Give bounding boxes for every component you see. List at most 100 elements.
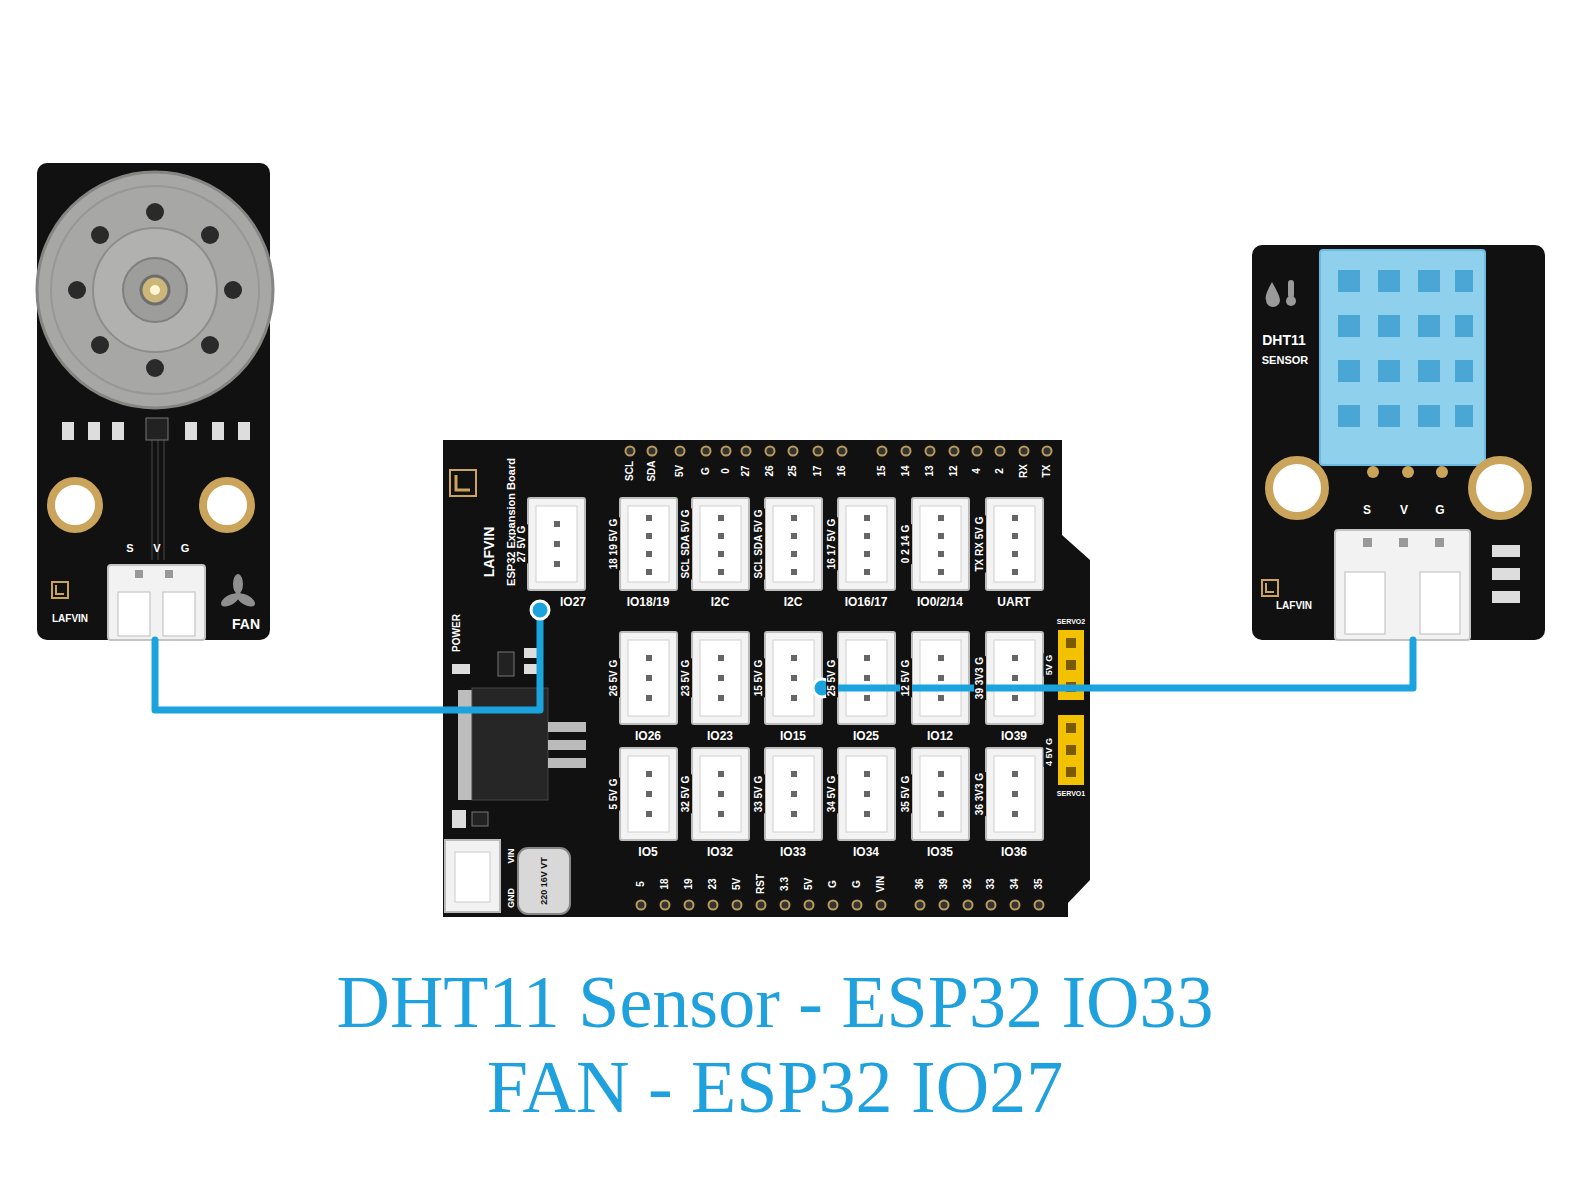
port-housing [620,748,677,840]
header-pin-label: G [851,879,863,889]
port-housing [692,498,749,590]
module-label: POWER [451,613,463,653]
port-housing [692,632,749,724]
port-housing [765,632,822,724]
port-name: IO34 [852,845,880,859]
port-name: IO16/17 [844,595,889,609]
header-pin-label: TX [1041,464,1053,479]
port-pin [938,569,944,575]
port-name: UART [996,595,1031,609]
module-label: 5V G [1044,654,1055,677]
module-label: V [1400,504,1408,516]
port-pin-label: 15 5V G [753,659,765,698]
port-connector: 35 5V GIO35 [900,748,969,860]
port-slot [846,756,887,832]
port-slot [773,506,814,582]
port-housing [912,632,969,724]
pin-hole [940,901,949,910]
pin-hole [829,901,838,910]
port-connector: 32 5V GIO32 [680,748,749,860]
header-pin-label: 5 [635,880,647,888]
module-label: G [181,543,190,554]
port-name: IO15 [779,729,807,743]
header-pin-label: 5V [674,464,686,478]
pin-hole [789,447,798,456]
port-pin [864,791,870,797]
port-name: I2C [783,595,804,609]
port-pin [864,569,870,575]
module-label: SERVO2 [1056,617,1086,626]
header-pin-label: 23 [707,877,719,890]
port-connector: 39 3V3 GIO39 [974,632,1043,744]
port-housing [912,498,969,590]
pin-hole [742,447,751,456]
header-pin-label: 18 [659,877,671,890]
header-pin-label: 27 [740,464,752,477]
port-housing [838,498,895,590]
header-pin-label: 5V [803,877,815,891]
module-label: V [153,543,160,554]
port-name: IO35 [926,845,954,859]
port-pin [1012,569,1018,575]
header-pin-label: 13 [924,464,936,477]
port-connector: 16 17 5V GIO16/17 [826,498,895,610]
port-pin [646,695,652,701]
port-name: IO5 [637,845,658,859]
pin-hole [709,901,718,910]
module-label: FAN [232,617,260,631]
pin-hole [733,901,742,910]
port-connector: 27 5V GIO27 [516,498,585,610]
pin-hole [950,447,959,456]
header-pin-label: 4 [971,467,983,475]
port-pin [646,515,652,521]
port-pin-label: 39 3V3 G [974,656,986,700]
pin-hole [964,901,973,910]
port-pin [938,791,944,797]
header-pin-label: 34 [1009,877,1021,890]
port-pin [791,771,797,777]
port-pin-label: 18 19 5V G [608,518,620,571]
port-pin [1012,551,1018,557]
port-connector: 18 19 5V GIO18/19 [608,498,677,610]
port-housing [986,498,1043,590]
port-connector: 33 5V GIO33 [753,748,822,860]
module-label: 4 5V G [1044,737,1055,767]
port-connector: SCL SDA 5V GI2C [680,498,749,610]
header-pin-label: 19 [683,877,695,890]
port-slot [994,506,1035,582]
port-housing [912,748,969,840]
port-pin-label: 12 5V G [900,659,912,698]
port-slot [920,640,961,716]
header-pin-label: SDA [646,459,658,482]
port-slot [994,640,1035,716]
port-pin [1012,533,1018,539]
port-slot [628,756,669,832]
port-pin [938,695,944,701]
port-connector: TX RX 5V G UART [974,498,1043,610]
pin-hole [676,447,685,456]
port-slot [994,756,1035,832]
port-slot [700,506,741,582]
port-name: IO0/2/14 [916,595,964,609]
header-pin-label: 35 [1033,877,1045,890]
port-pin [791,695,797,701]
port-pin [554,521,560,527]
header-pin-label: 12 [948,464,960,477]
port-housing [692,748,749,840]
port-pin [718,655,724,661]
port-slot [773,756,814,832]
port-pin-label: TX RX 5V G [974,515,986,572]
port-pin [646,569,652,575]
module-label: G [1435,504,1444,516]
port-pin [791,515,797,521]
port-pin [791,551,797,557]
header-pin-label: 16 [836,464,848,477]
port-pin-label: 32 5V G [680,775,692,814]
port-connector: 23 5V GIO23 [680,632,749,744]
port-name: IO33 [779,845,807,859]
pin-hole [1020,447,1029,456]
sensor-module: DHT11SENSORSVGLAFVIN [1252,245,1545,640]
pin-hole [661,901,670,910]
port-pin-label: 23 5V G [680,659,692,698]
port-slot [920,506,961,582]
